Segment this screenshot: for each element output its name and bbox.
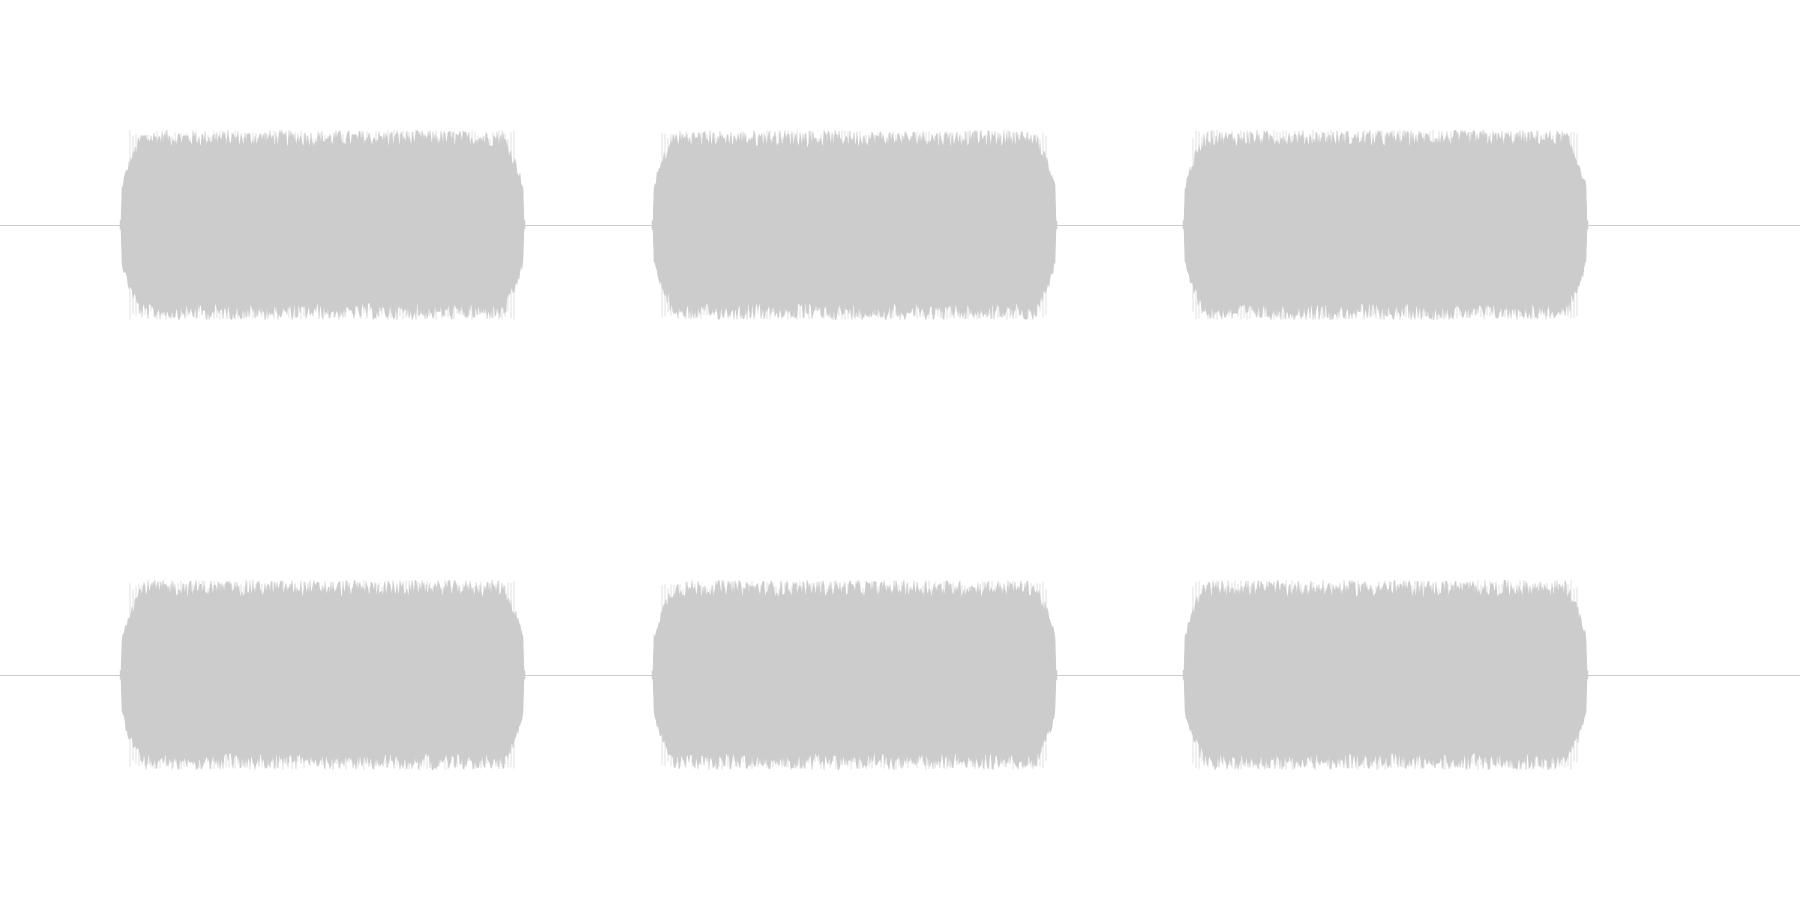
waveform-burst-texture — [129, 130, 515, 320]
channel-2 — [0, 579, 1800, 771]
waveform-burst-texture — [661, 580, 1047, 770]
waveform-burst-texture — [1192, 130, 1578, 320]
waveform-burst-texture — [129, 580, 515, 770]
channel-1 — [0, 129, 1800, 321]
waveform-burst-texture — [661, 130, 1047, 320]
waveform-burst-texture — [1192, 580, 1578, 770]
